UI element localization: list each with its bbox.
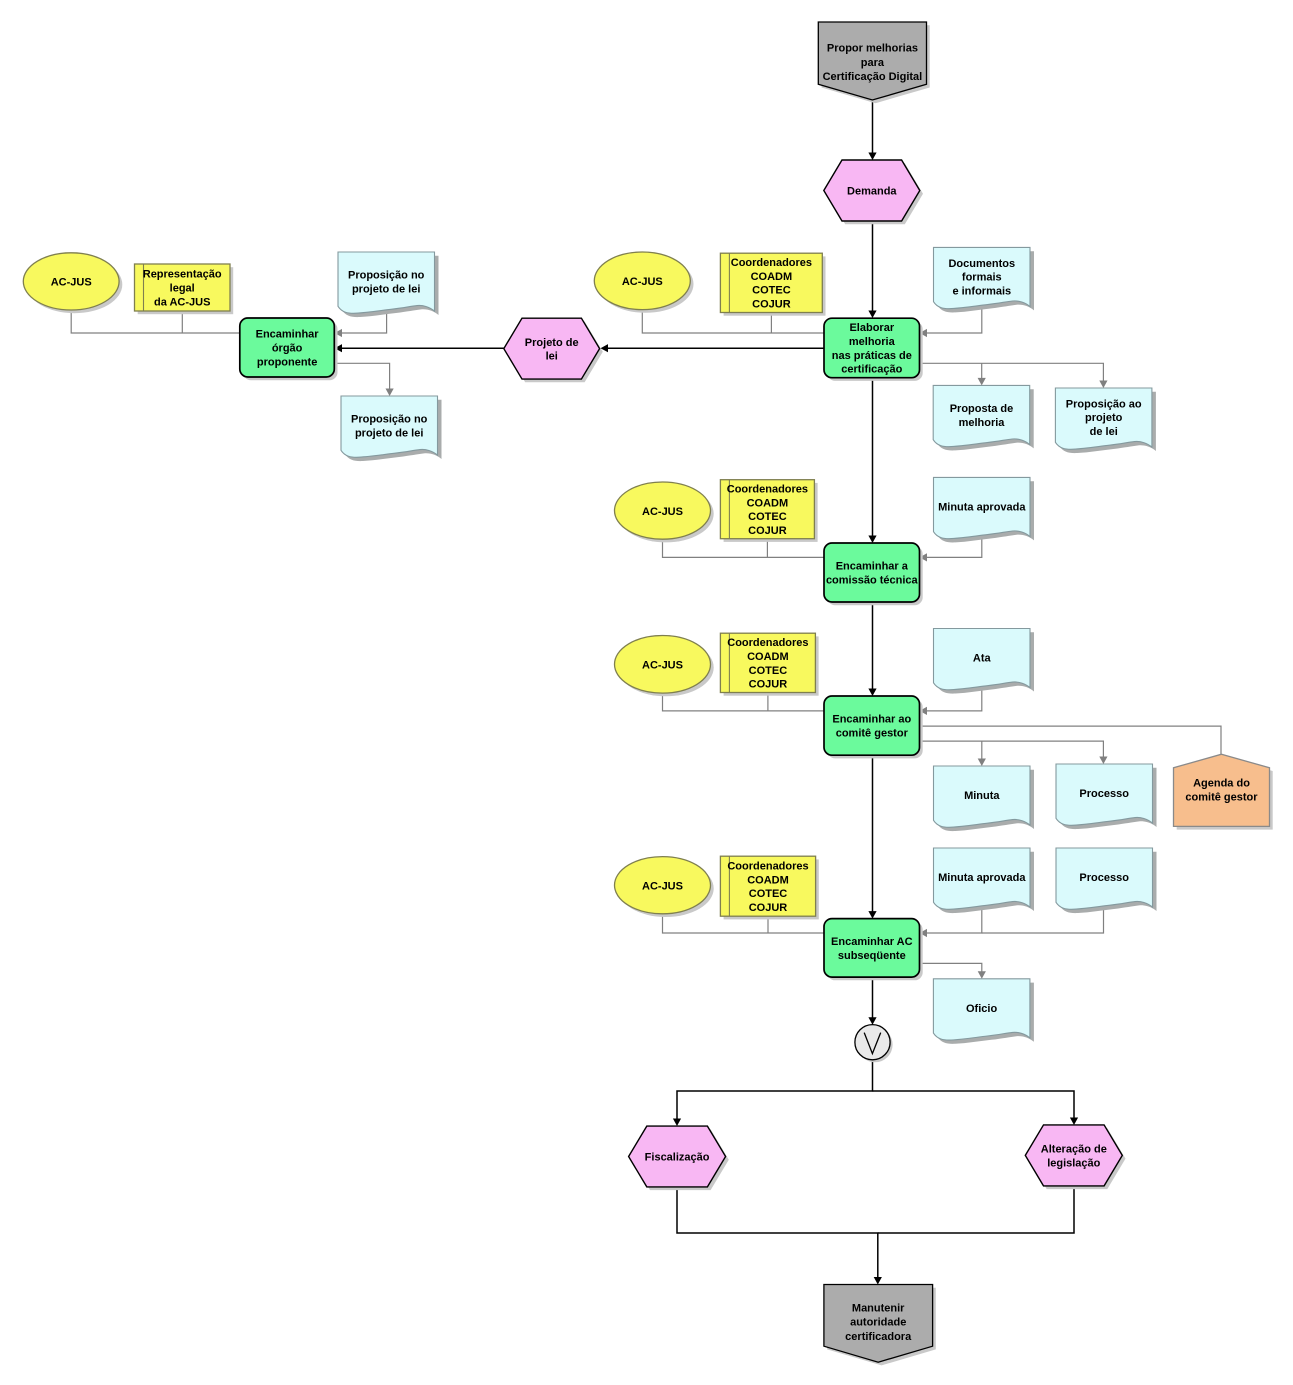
svg-text:Ata: Ata: [973, 653, 992, 665]
svg-text:Manutenir: Manutenir: [852, 1302, 905, 1314]
svg-text:Minuta aprovada: Minuta aprovada: [938, 872, 1026, 884]
svg-text:lei: lei: [546, 351, 558, 363]
svg-text:Certificação Digital: Certificação Digital: [823, 71, 923, 83]
svg-text:legislação: legislação: [1047, 1157, 1100, 1169]
svg-text:Encaminhar AC: Encaminhar AC: [831, 936, 913, 948]
svg-text:Coordenadores: Coordenadores: [727, 861, 808, 873]
svg-text:COADM: COADM: [747, 874, 789, 886]
svg-text:projeto: projeto: [1085, 412, 1123, 424]
svg-text:comitê gestor: comitê gestor: [836, 728, 909, 740]
svg-text:e informais: e informais: [952, 285, 1011, 297]
svg-text:melhoria: melhoria: [959, 417, 1006, 429]
svg-text:AC-JUS: AC-JUS: [642, 506, 683, 518]
svg-text:Projeto de: Projeto de: [525, 337, 579, 349]
svg-text:Minuta aprovada: Minuta aprovada: [938, 501, 1026, 513]
svg-text:Encaminhar: Encaminhar: [256, 329, 320, 341]
svg-text:COTEC: COTEC: [749, 888, 788, 900]
svg-text:Encaminhar a: Encaminhar a: [836, 561, 909, 573]
svg-text:Documentos: Documentos: [948, 258, 1015, 270]
svg-text:COTEC: COTEC: [749, 665, 788, 677]
svg-text:projeto de lei: projeto de lei: [355, 427, 423, 439]
svg-text:Representação: Representação: [143, 269, 222, 281]
svg-text:Agenda do: Agenda do: [1193, 778, 1250, 790]
svg-text:COTEC: COTEC: [748, 511, 787, 523]
svg-text:Proposição no: Proposição no: [351, 414, 428, 426]
svg-text:Fiscalização: Fiscalização: [645, 1152, 710, 1164]
svg-text:autoridade: autoridade: [850, 1317, 906, 1329]
svg-text:certificação: certificação: [841, 364, 902, 376]
svg-text:Alteração de: Alteração de: [1041, 1144, 1107, 1156]
svg-text:Propor melhorias: Propor melhorias: [827, 43, 918, 55]
svg-text:Minuta: Minuta: [964, 790, 1000, 802]
svg-text:Proposta de: Proposta de: [950, 403, 1014, 415]
svg-text:COJUR: COJUR: [749, 679, 788, 691]
svg-text:formais: formais: [962, 272, 1002, 284]
svg-text:órgão: órgão: [272, 343, 303, 355]
svg-text:comissão técnica: comissão técnica: [826, 574, 919, 586]
svg-text:COJUR: COJUR: [749, 902, 788, 914]
svg-text:nas práticas de: nas práticas de: [832, 350, 912, 362]
svg-text:COJUR: COJUR: [748, 525, 787, 537]
svg-text:Elaborar: Elaborar: [849, 322, 894, 334]
svg-text:Processo: Processo: [1079, 872, 1129, 884]
svg-text:legal: legal: [170, 283, 195, 295]
svg-text:COADM: COADM: [747, 651, 789, 663]
svg-text:projeto de lei: projeto de lei: [352, 283, 420, 295]
svg-text:para: para: [861, 57, 885, 69]
svg-text:COJUR: COJUR: [752, 299, 791, 311]
svg-text:Proposição ao: Proposição ao: [1066, 398, 1142, 410]
svg-text:Coordenadores: Coordenadores: [727, 637, 808, 649]
svg-text:Proposição no: Proposição no: [348, 270, 425, 282]
svg-text:COTEC: COTEC: [752, 285, 791, 297]
svg-text:Processo: Processo: [1079, 788, 1129, 800]
svg-text:comitê gestor: comitê gestor: [1185, 791, 1258, 803]
svg-text:AC-JUS: AC-JUS: [642, 660, 683, 672]
svg-text:COADM: COADM: [751, 271, 793, 283]
svg-text:Coordenadores: Coordenadores: [727, 484, 808, 496]
svg-text:AC-JUS: AC-JUS: [51, 277, 92, 289]
svg-text:da AC-JUS: da AC-JUS: [154, 296, 210, 308]
svg-text:subseqüente: subseqüente: [838, 950, 906, 962]
svg-text:Coordenadores: Coordenadores: [731, 257, 812, 269]
svg-text:AC-JUS: AC-JUS: [622, 276, 663, 288]
svg-text:AC-JUS: AC-JUS: [642, 880, 683, 892]
svg-text:certificadora: certificadora: [845, 1331, 912, 1343]
svg-text:proponente: proponente: [257, 356, 318, 368]
svg-text:melhoria: melhoria: [849, 336, 896, 348]
svg-text:Oficio: Oficio: [966, 1003, 997, 1015]
svg-text:Demanda: Demanda: [847, 186, 897, 198]
svg-text:COADM: COADM: [747, 497, 789, 509]
svg-text:Encaminhar ao: Encaminhar ao: [832, 714, 911, 726]
svg-text:de lei: de lei: [1090, 426, 1118, 438]
